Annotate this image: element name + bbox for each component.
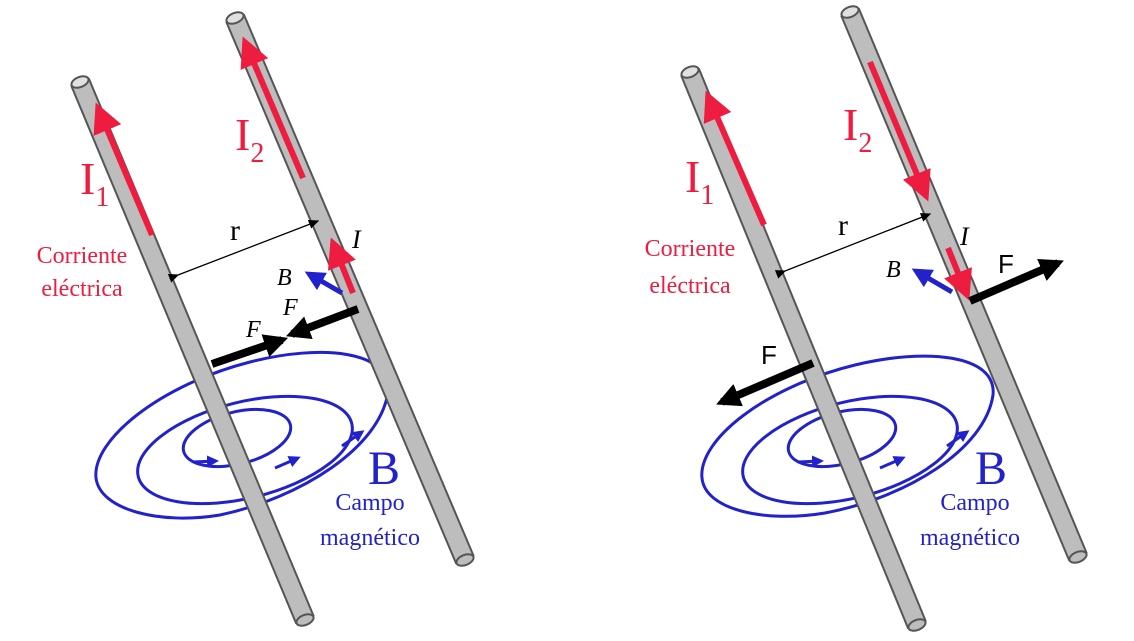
segment-current-label: I: [351, 225, 362, 254]
current-arrow-1: [93, 102, 155, 237]
field-caption-line-2: magnético: [320, 525, 420, 551]
current-caption-line-1: Corriente: [37, 243, 128, 269]
field-loop-outer: [94, 350, 390, 520]
segment-current-label: I: [959, 222, 970, 251]
distance-label: r: [838, 209, 848, 242]
current-caption-line-1: Corriente: [645, 236, 736, 262]
force-label-right: F: [282, 295, 298, 321]
force-label-left: F: [761, 340, 777, 370]
panel-right: I1 I2 Corriente eléctrica r I B F F B Ca…: [645, 5, 1088, 632]
field-caption-line-1: Campo: [940, 490, 1009, 516]
wire-1-left: [70, 75, 315, 627]
force-label-right: F: [998, 249, 1014, 279]
wire-1-right: [680, 65, 927, 632]
force-arrow-on-wire-2: [968, 258, 1064, 305]
field-arrow-1: [797, 455, 824, 468]
current-1-label: I1: [685, 151, 714, 211]
field-symbol: B: [368, 442, 400, 495]
field-symbol: B: [975, 442, 1007, 495]
distance-line: [774, 213, 932, 279]
force-arrow-on-wire-1: [716, 359, 815, 407]
field-arrow-2: [274, 456, 301, 470]
panel-left: I1 I2 Corriente eléctrica r I B F F B Ca…: [37, 11, 475, 627]
current-arrow-2: [867, 60, 931, 202]
current-1-label: I1: [80, 153, 109, 213]
distance-label: r: [230, 214, 240, 247]
current-arrow-segment: [327, 237, 356, 295]
field-arrow-1: [192, 455, 219, 468]
field-vector-arrow: [304, 271, 344, 296]
field-vector-label: B: [277, 265, 292, 291]
force-label-left: F: [245, 317, 261, 343]
current-arrow-1: [703, 90, 767, 227]
current-arrow-2: [240, 36, 306, 180]
field-loop-outer: [700, 354, 995, 518]
current-arrow-segment: [944, 246, 972, 301]
field-arrow-3: [341, 430, 365, 448]
field-vector-arrow: [911, 268, 954, 295]
force-arrow-on-wire-1: [210, 334, 289, 368]
current-caption-line-2: eléctrica: [649, 273, 731, 299]
current-2-label: I2: [843, 99, 872, 159]
field-arrow-3: [946, 430, 970, 448]
distance-line: [167, 220, 320, 283]
field-caption-line-1: Campo: [335, 490, 404, 516]
force-arrow-on-wire-2: [286, 305, 360, 339]
field-caption-line-2: magnético: [920, 525, 1020, 551]
field-vector-label: B: [886, 257, 901, 283]
field-arrow-2: [879, 456, 906, 470]
current-caption-line-2: eléctrica: [41, 276, 123, 302]
current-2-label: I2: [235, 109, 264, 169]
